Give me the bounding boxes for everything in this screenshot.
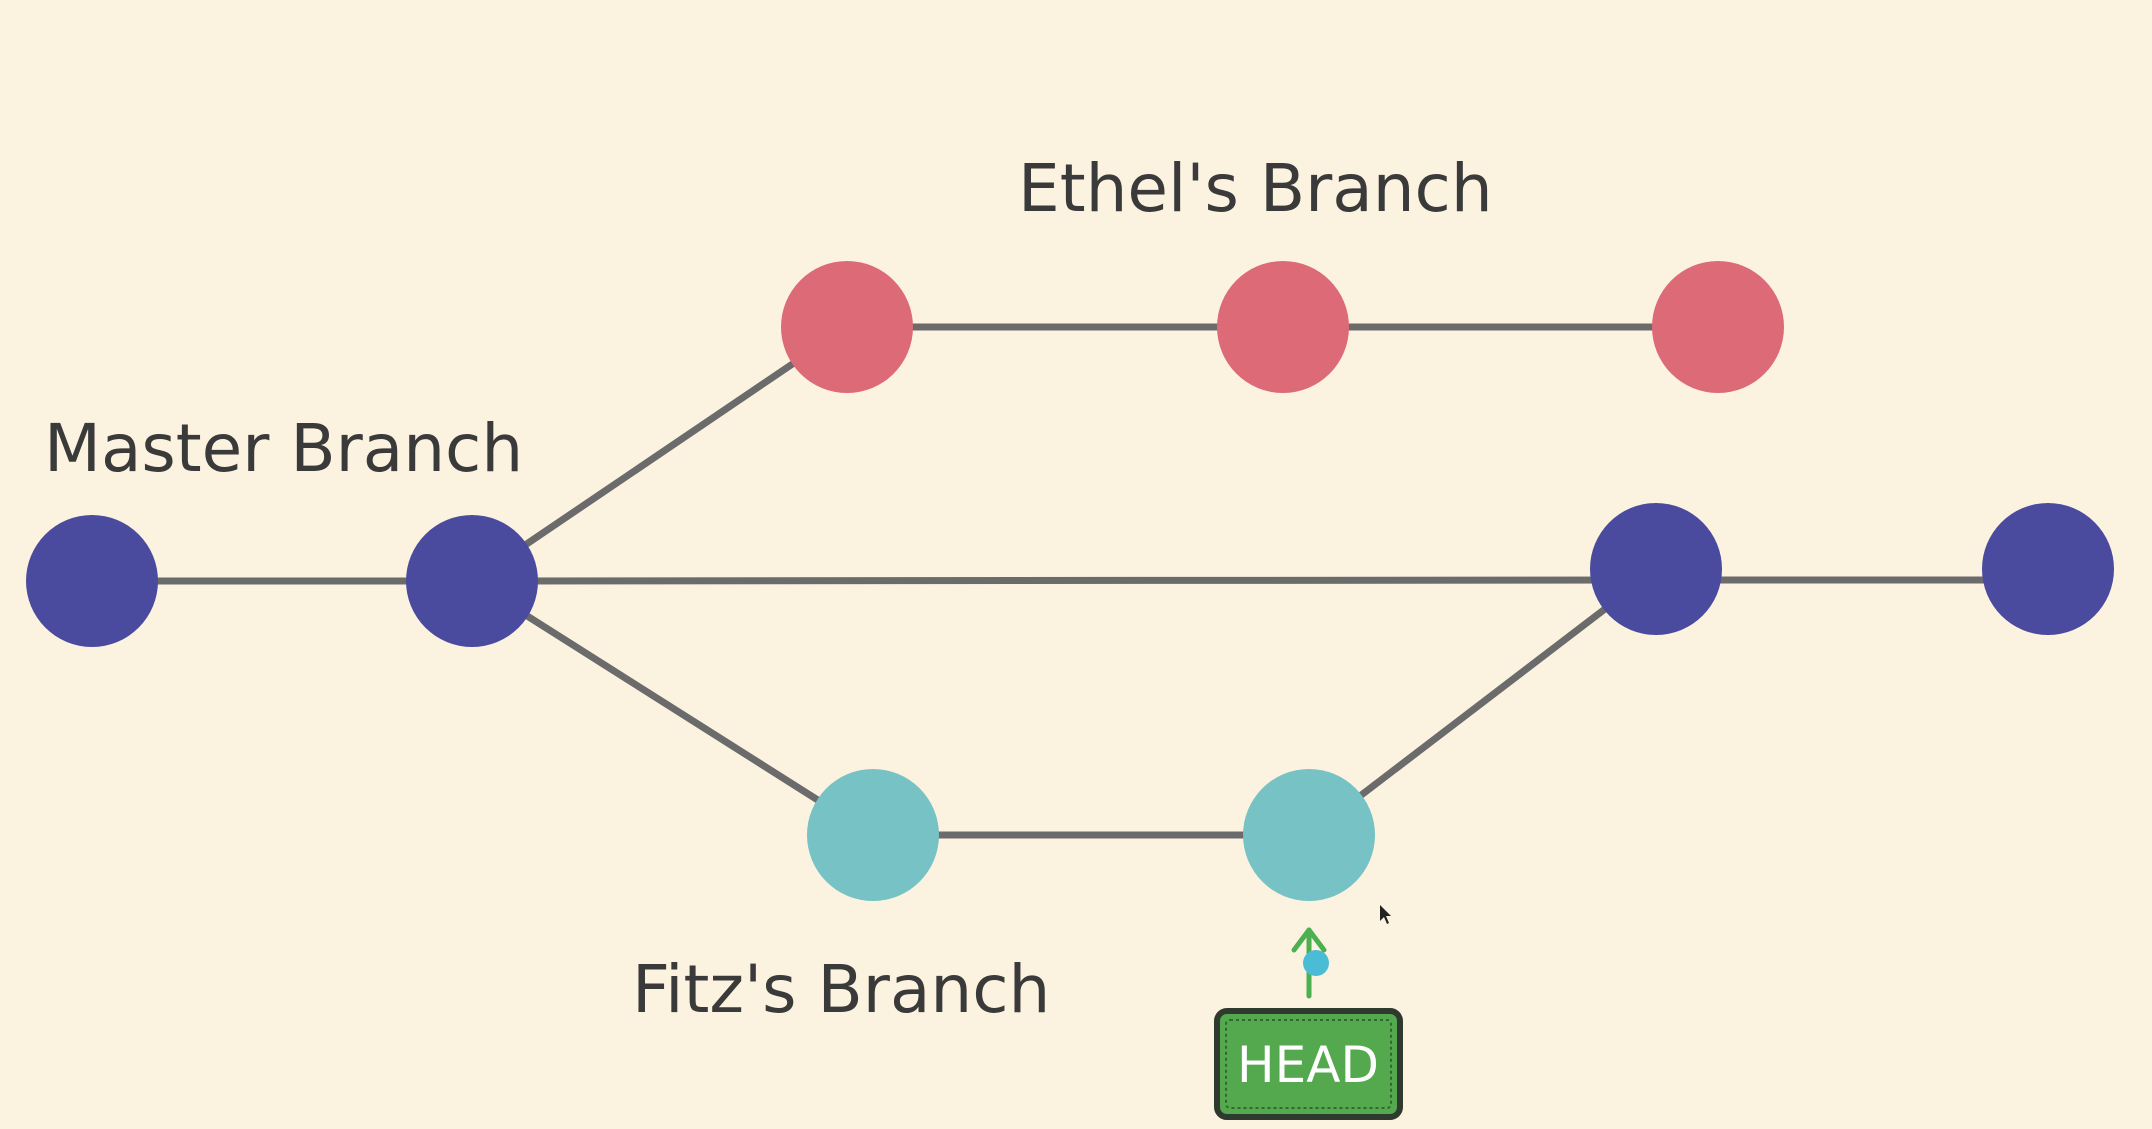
- ethel-commit-1[interactable]: [781, 261, 913, 393]
- commits: [26, 261, 2114, 901]
- ethel-commit-3[interactable]: [1652, 261, 1784, 393]
- edge-master-to-fitz: [468, 577, 877, 839]
- edge-master-to-ethel: [468, 323, 851, 585]
- head-box[interactable]: [1214, 1008, 1403, 1120]
- master-commit-3[interactable]: [1590, 503, 1722, 635]
- master-commit-2[interactable]: [406, 515, 538, 647]
- fitz-branch-label: Fitz's Branch: [632, 951, 1050, 1028]
- fitz-commit-2[interactable]: [1243, 769, 1375, 901]
- master-commit-1[interactable]: [26, 515, 158, 647]
- edge-fitz-to-master-merge: [1305, 566, 1660, 839]
- head-pointer[interactable]: HEAD: [1214, 1008, 1403, 1120]
- head-label: HEAD: [1237, 1036, 1379, 1094]
- head-box-inner-border: [1225, 1019, 1392, 1109]
- fitz-commit-1[interactable]: [807, 769, 939, 901]
- edge-master-2-3: [468, 576, 1660, 585]
- master-branch-label: Master Branch: [44, 410, 523, 487]
- ethel-commit-2[interactable]: [1217, 261, 1349, 393]
- cursor-dot-icon: [1303, 950, 1329, 976]
- mouse-cursor-icon: [1380, 905, 1391, 924]
- edges: [88, 323, 2052, 839]
- master-commit-4[interactable]: [1982, 503, 2114, 635]
- ethel-branch-label: Ethel's Branch: [1018, 150, 1493, 227]
